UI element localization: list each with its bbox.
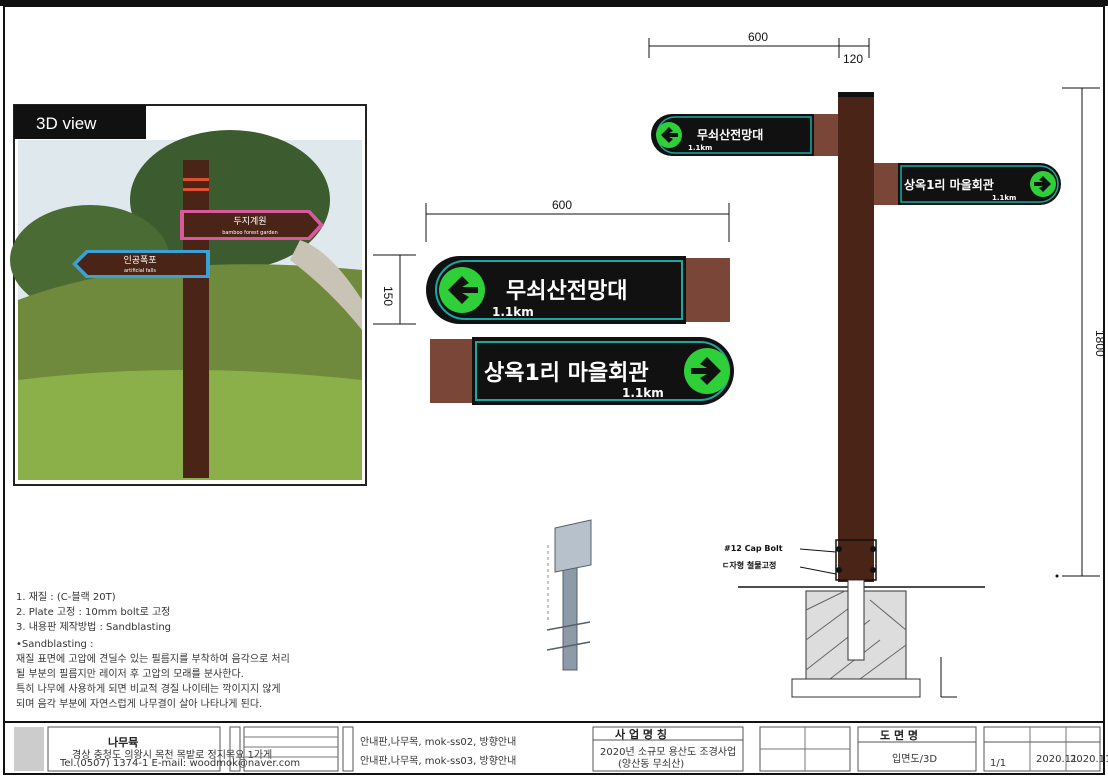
photo-sign-lower-text: 인공폭포 [123, 255, 156, 266]
sign-left-large: 무쇠산전망대 1.1km [426, 256, 730, 324]
photo-post-band-2 [183, 188, 209, 191]
footing-base [791, 678, 921, 698]
sign-left-body [426, 256, 686, 324]
elev-sign-right-border [900, 165, 1059, 203]
notes: 1. 재질 : (C-블랙 20T) 2. Plate 고정 : 10mm bo… [16, 591, 290, 710]
sign-left-text: 무쇠산전망대 [506, 279, 627, 304]
elev-sign-right [898, 163, 1061, 205]
project-sub: (양산동 무쇠산) [618, 758, 684, 770]
note-line: 될 부분의 필름지만 레이저 후 고압의 모래를 분사한다. [16, 667, 244, 680]
sign-right-plate [430, 339, 474, 403]
elev-right-plate [874, 163, 898, 205]
photo-sign-lower-subtext: artificial falls [124, 268, 156, 274]
note-line: 2. Plate 고정 : 10mm bolt로 고정 [16, 606, 170, 618]
note-line: 특히 나무에 사용하게 되면 비교적 경질 나이테는 깍이지지 않게 [16, 682, 281, 695]
fix-leader [799, 566, 837, 575]
elevation-post: 무쇠산전망대 1.1km 상옥1리 마을회관 1.1km #12 Cap Bol… [651, 92, 1061, 582]
title-block-frame [3, 721, 1105, 775]
item-strip [342, 726, 354, 772]
note-line: •Sandblasting : [16, 639, 93, 650]
drawing-cell [857, 726, 977, 772]
fix-label: ㄷ자형 철물고정 [722, 560, 776, 570]
note-line: 3. 내용판 제작방법 : Sandblasting [16, 621, 171, 633]
note-line: 재질 표면에 고압에 견딜수 있는 필름지를 부착하여 음각으로 처리 [16, 652, 290, 665]
note-line: 1. 재질 : (C-블랙 20T) [16, 591, 116, 603]
photo-sign-upper [184, 213, 319, 237]
item-2: 안내판,나무목, mok-ss03, 방향안내 [360, 755, 516, 767]
elevation-height-dot [1055, 574, 1059, 578]
bracket-sketch [546, 519, 592, 671]
elevation-top-dimension: 600 120 [648, 30, 870, 66]
company-tel: Tel.(0507) 1374-1 E-mail: woodmok@naver.… [59, 758, 300, 769]
elevation-height-label: 1800 [1093, 330, 1107, 357]
drawing-label: 도 면 명 [880, 728, 918, 742]
mid-height-label: 150 [381, 286, 395, 306]
elev-arrow-left-icon [661, 127, 678, 143]
elev-left-plate [814, 114, 838, 156]
arrow-left-icon [448, 276, 478, 304]
photo-post-band [183, 178, 209, 181]
photo-sign-lower [77, 253, 206, 275]
scale-value: 1/1 [990, 758, 1006, 769]
company-logo [14, 727, 44, 771]
mid-dimension-height: 150 [373, 254, 416, 325]
note-line: 되며 음각 부분에 자연스럽게 나무결이 살아 나타나게 된다. [16, 698, 262, 710]
project-label: 사 업 명 칭 [615, 727, 667, 741]
mid-width-label: 600 [552, 198, 572, 212]
photo-label: 3D view [36, 114, 97, 133]
mid-dimension-width: 600 [425, 198, 730, 242]
photo-path [290, 240, 362, 330]
bolt-icon-3 [836, 567, 842, 573]
revision-strip [229, 726, 241, 772]
title-block: 나무뮥 경상 충청도 의왕시 목천 목밭로 정지목요 1가게 Tel.(0507… [3, 721, 1108, 775]
arrow-right-icon [691, 357, 721, 385]
bracket-plate [554, 519, 592, 573]
drawing-name: 입면도/3D [892, 752, 937, 765]
elev-sign-right-text: 상옥1리 마을회관 [904, 177, 994, 192]
elev-sign-right-distance: 1.1km [992, 194, 1016, 202]
company-address: 경상 충청도 의왕시 목천 목밭로 정지목요 1가게 [72, 748, 272, 761]
post-body [838, 92, 874, 582]
sign-left-distance: 1.1km [492, 305, 534, 319]
sign-right-large: 상옥1리 마을회관 1.1km [430, 337, 734, 405]
elev-sign-left [651, 114, 814, 156]
bolt-icon-4 [870, 567, 876, 573]
anchor-plate [847, 579, 865, 661]
project-cell [592, 726, 744, 772]
bolt-icon [836, 546, 842, 552]
date-value-2: 2020.11. [1070, 754, 1108, 765]
sign-right-distance: 1.1km [622, 386, 664, 400]
foundation [738, 579, 985, 698]
post-cap [838, 92, 874, 97]
sign-left-border [435, 260, 683, 320]
bolt-label: #12 Cap Bolt [724, 544, 783, 553]
date-cell [983, 726, 1101, 772]
company-cell [47, 726, 221, 772]
photo-sign-upper-text: 두지계원 [233, 215, 266, 227]
bolt-icon-2 [870, 546, 876, 552]
elev-sign-left-text: 무쇠산전망대 [697, 127, 763, 142]
bolt-leader [799, 548, 837, 553]
top-border [0, 0, 1108, 6]
elevation-width-label: 600 [748, 30, 768, 44]
item-1: 안내판,나무목, mok-ss02, 방향안내 [360, 736, 516, 748]
photo-post [183, 160, 209, 478]
project-name: 2020년 소규모 용산도 조경사업 [600, 745, 736, 758]
photo-panel: 두지계원 bamboo forest garden 인공폭포 artificia… [10, 104, 367, 486]
elev-arrow-right-icon [1034, 176, 1051, 192]
company-name: 나무뮥 [108, 735, 138, 749]
sign-right-text: 상옥1리 마을회관 [484, 361, 649, 386]
photo-label-box [14, 105, 146, 139]
elev-sign-left-distance: 1.1km [688, 144, 712, 152]
photo-sign-upper-subtext: bamboo forest garden [222, 230, 278, 236]
elevation-post-width-label: 120 [843, 52, 863, 66]
sign-right-body [472, 337, 734, 405]
sign-left-plate [686, 258, 730, 322]
elevation-height-dimension: 1800 [1055, 87, 1107, 578]
date-value-1: 2020.11. [1036, 754, 1081, 765]
revision-table [243, 726, 339, 772]
